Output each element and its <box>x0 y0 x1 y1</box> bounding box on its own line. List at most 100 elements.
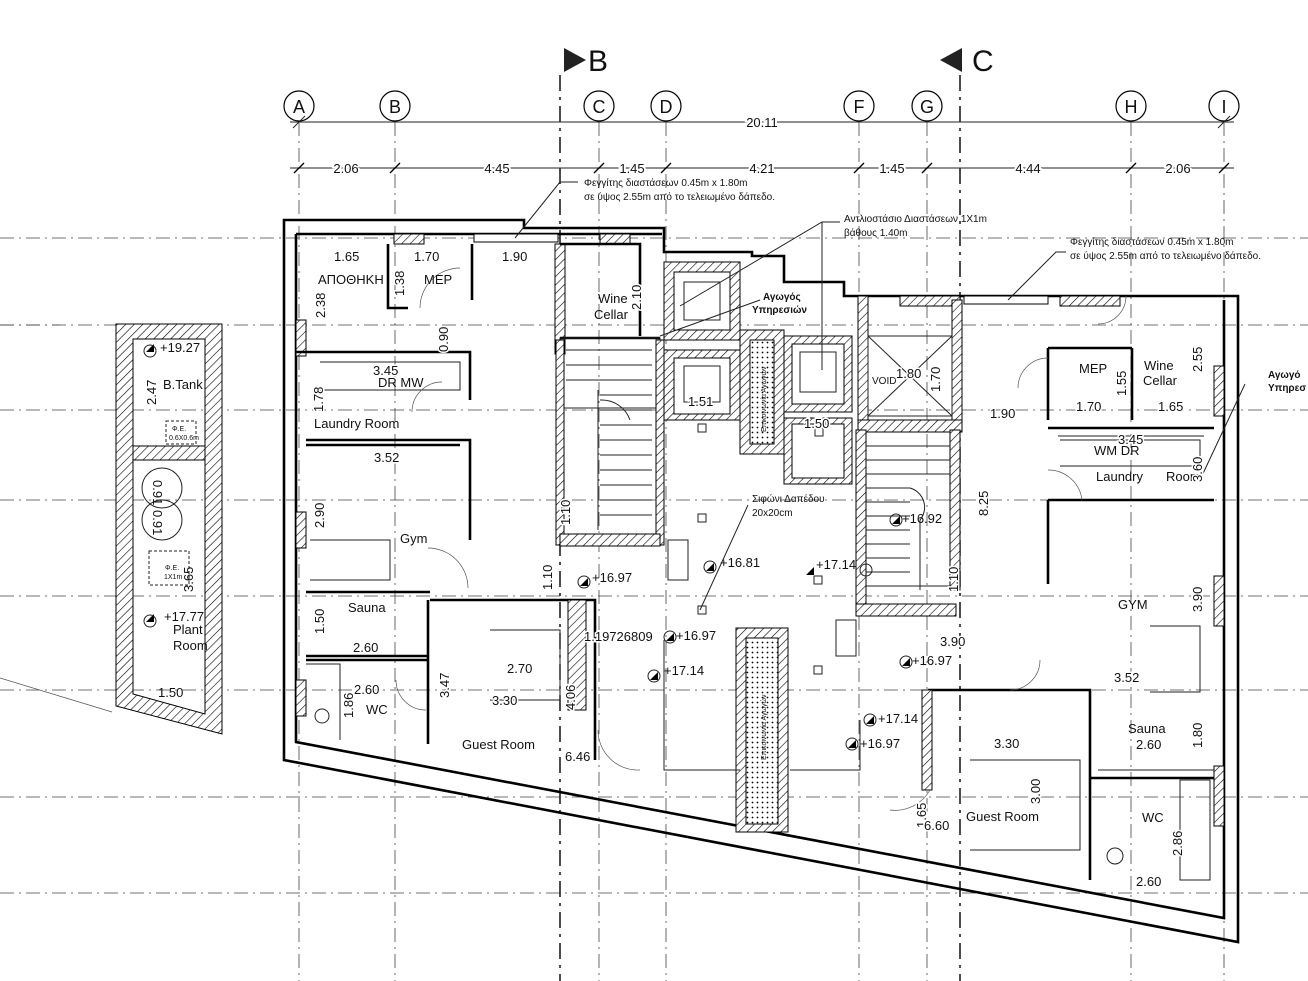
dim: 1.70 <box>414 249 439 264</box>
dim: 1.50 <box>804 416 829 431</box>
drain-note-line2: 20x20cm <box>752 508 793 519</box>
level-marker-tank-top: +19.27 <box>143 340 200 358</box>
dim: 2.38 <box>313 293 328 318</box>
dim: 2.55 <box>1190 347 1205 372</box>
dim: 3.52 <box>1114 670 1139 685</box>
room-wm-dr: WM DR <box>1094 443 1140 458</box>
site-boundary-line <box>0 677 113 713</box>
dim-2-47: 2.47 <box>144 380 159 405</box>
dim: 2.90 <box>312 503 327 528</box>
duct-note-1-line2: Υπηρεσιών <box>752 305 807 316</box>
svg-text:+16.92: +16.92 <box>902 511 942 526</box>
axis-dim-fg: 1.45 <box>879 161 904 176</box>
fe-1-label-2: 0.6Χ0.6m <box>169 435 199 442</box>
dim: 2.70 <box>507 661 532 676</box>
dim: 1.90 <box>502 249 527 264</box>
room-guest-right: Guest Room <box>966 809 1039 824</box>
skylight-note-2-line2: σε ύψος 2.55m από το τελειωμένο δάπεδο. <box>1070 250 1261 262</box>
central-core: Επικοινωνία Αγωγών Επικοινωνία Αγωγών <box>555 261 861 833</box>
svg-text:F: F <box>854 97 865 117</box>
axis-bubble-b: B <box>379 90 411 122</box>
overall-dimension: 20.11 <box>746 115 778 130</box>
dim: 3.60 <box>1190 457 1205 482</box>
dim: 2.60 <box>353 640 378 655</box>
interior-dimensions: 1.65 1.70 1.90 1.38 2.38 0.90 2.10 3.45 … <box>310 248 1207 891</box>
section-b-arrow-icon <box>564 48 586 72</box>
axis-dimension-string: 2.06 4.45 1.45 4.21 1.45 4.44 2.06 <box>290 159 1234 178</box>
pump-note-line1: Αντλιοστάσιο Διαστάσεων 1Χ1m <box>844 213 987 225</box>
svg-text:C: C <box>593 97 606 117</box>
room-gym-left: Gym <box>400 531 427 546</box>
room-storage: ΑΠΟΘΗΚΗ <box>318 272 384 287</box>
room-wine-right-2: Cellar <box>1143 373 1178 388</box>
dim: 3.30 <box>492 693 517 708</box>
dim: 3.47 <box>437 673 452 698</box>
axis-bubble-h: H <box>1115 90 1147 122</box>
axis-bubble-d: D <box>650 90 682 122</box>
dim-3-65: 3.65 <box>181 567 196 592</box>
svg-text:+16.97: +16.97 <box>912 653 952 668</box>
btank-label: B.Tank <box>163 377 203 392</box>
dim: 2.10 <box>629 285 644 310</box>
duct-note-1-line1: Αγωγός <box>763 292 801 303</box>
fe-2-label-2: 1Χ1m <box>164 574 182 581</box>
level-markers: +16.97 +16.81 +17.14 +16.92 +16.97 +17.1… <box>577 511 952 751</box>
svg-text:+16.97: +16.97 <box>592 570 632 585</box>
duct-vertical-label-1: Επικοινωνία Αγωγών <box>760 366 768 432</box>
room-mep-right: MEP <box>1079 361 1107 376</box>
level-marker: +16.97 <box>899 653 952 669</box>
section-cut-lines: B C <box>559 45 994 981</box>
section-c-label: C <box>972 45 994 78</box>
svg-text:+19.27: +19.27 <box>160 340 200 355</box>
room-gym-right: GYM <box>1118 597 1148 612</box>
dim: 3.00 <box>1028 779 1043 804</box>
svg-text:+17.14: +17.14 <box>878 711 918 726</box>
section-b-label: B <box>588 45 608 78</box>
level-marker: +16.97 <box>577 570 632 589</box>
axis-bubble-f: F <box>843 90 875 122</box>
axis-dim-gh: 4.44 <box>1015 161 1040 176</box>
room-void: VOID <box>872 376 896 387</box>
duct-note-2-line2: Υπηρεσ <box>1268 383 1306 394</box>
dim: 1.78 <box>311 387 326 412</box>
plant-room-label-1: Plant <box>173 622 203 637</box>
svg-text:+16.81: +16.81 <box>720 555 760 570</box>
tank-section: B.Tank Plant Room Φ.Ε. 0.6Χ0.6m Φ.Ε. 1Χ1… <box>115 323 223 735</box>
level-marker: +17.14 <box>647 663 704 683</box>
duct-note-2-line1: Αγωγό <box>1268 370 1301 381</box>
drain-note-line1: Σιφώνι Δαπέδου <box>752 493 825 505</box>
svg-text:+17.77: +17.77 <box>164 609 204 624</box>
svg-text:D: D <box>660 97 673 117</box>
overall-dimension-string: 20.11 <box>290 113 1234 132</box>
room-wc-right: WC <box>1142 810 1164 825</box>
dim: 2.60 <box>1136 737 1161 752</box>
pump-note-line2: βάθους 1.40m <box>844 227 908 239</box>
dim: 1.38 <box>392 271 407 296</box>
dim: 1.70 <box>928 367 943 392</box>
skylight-note-2-line1: Φεγγίτης διαστάσεων 0.45m x 1.80m <box>1070 236 1233 248</box>
room-sauna-right: Sauna <box>1128 721 1166 736</box>
room-laundry-left: Laundry Room <box>314 416 399 431</box>
dim: 3.90 <box>1190 587 1205 612</box>
dim-1-50-c: 1.50 <box>158 685 183 700</box>
dim: 1.50 <box>312 609 327 634</box>
plant-room-label-2: Room <box>173 638 208 653</box>
dim: 1.10 <box>558 500 573 525</box>
dim: 1.65 <box>334 249 359 264</box>
annotation-leaders <box>514 181 1246 611</box>
axis-dim-df: 4.21 <box>749 161 774 176</box>
svg-text:+16.97: +16.97 <box>860 736 900 751</box>
level-marker: +17.14 <box>806 557 873 577</box>
axis-bubble-c: C <box>583 90 615 122</box>
room-sauna-left: Sauna <box>348 600 386 615</box>
dim: 6.60 <box>924 818 949 833</box>
room-laundry-right-2: Room <box>1166 469 1201 484</box>
duct-vertical-label-2: Επικοινωνία Αγωγών <box>760 694 768 760</box>
dim: 1.51 <box>688 394 713 409</box>
room-wine-left-2: Cellar <box>594 307 629 322</box>
dim-0-91-b: 0.91 <box>150 510 165 535</box>
dim: 2.60 <box>354 682 379 697</box>
room-wine-right-1: Wine <box>1144 358 1174 373</box>
svg-text:A: A <box>293 97 305 117</box>
